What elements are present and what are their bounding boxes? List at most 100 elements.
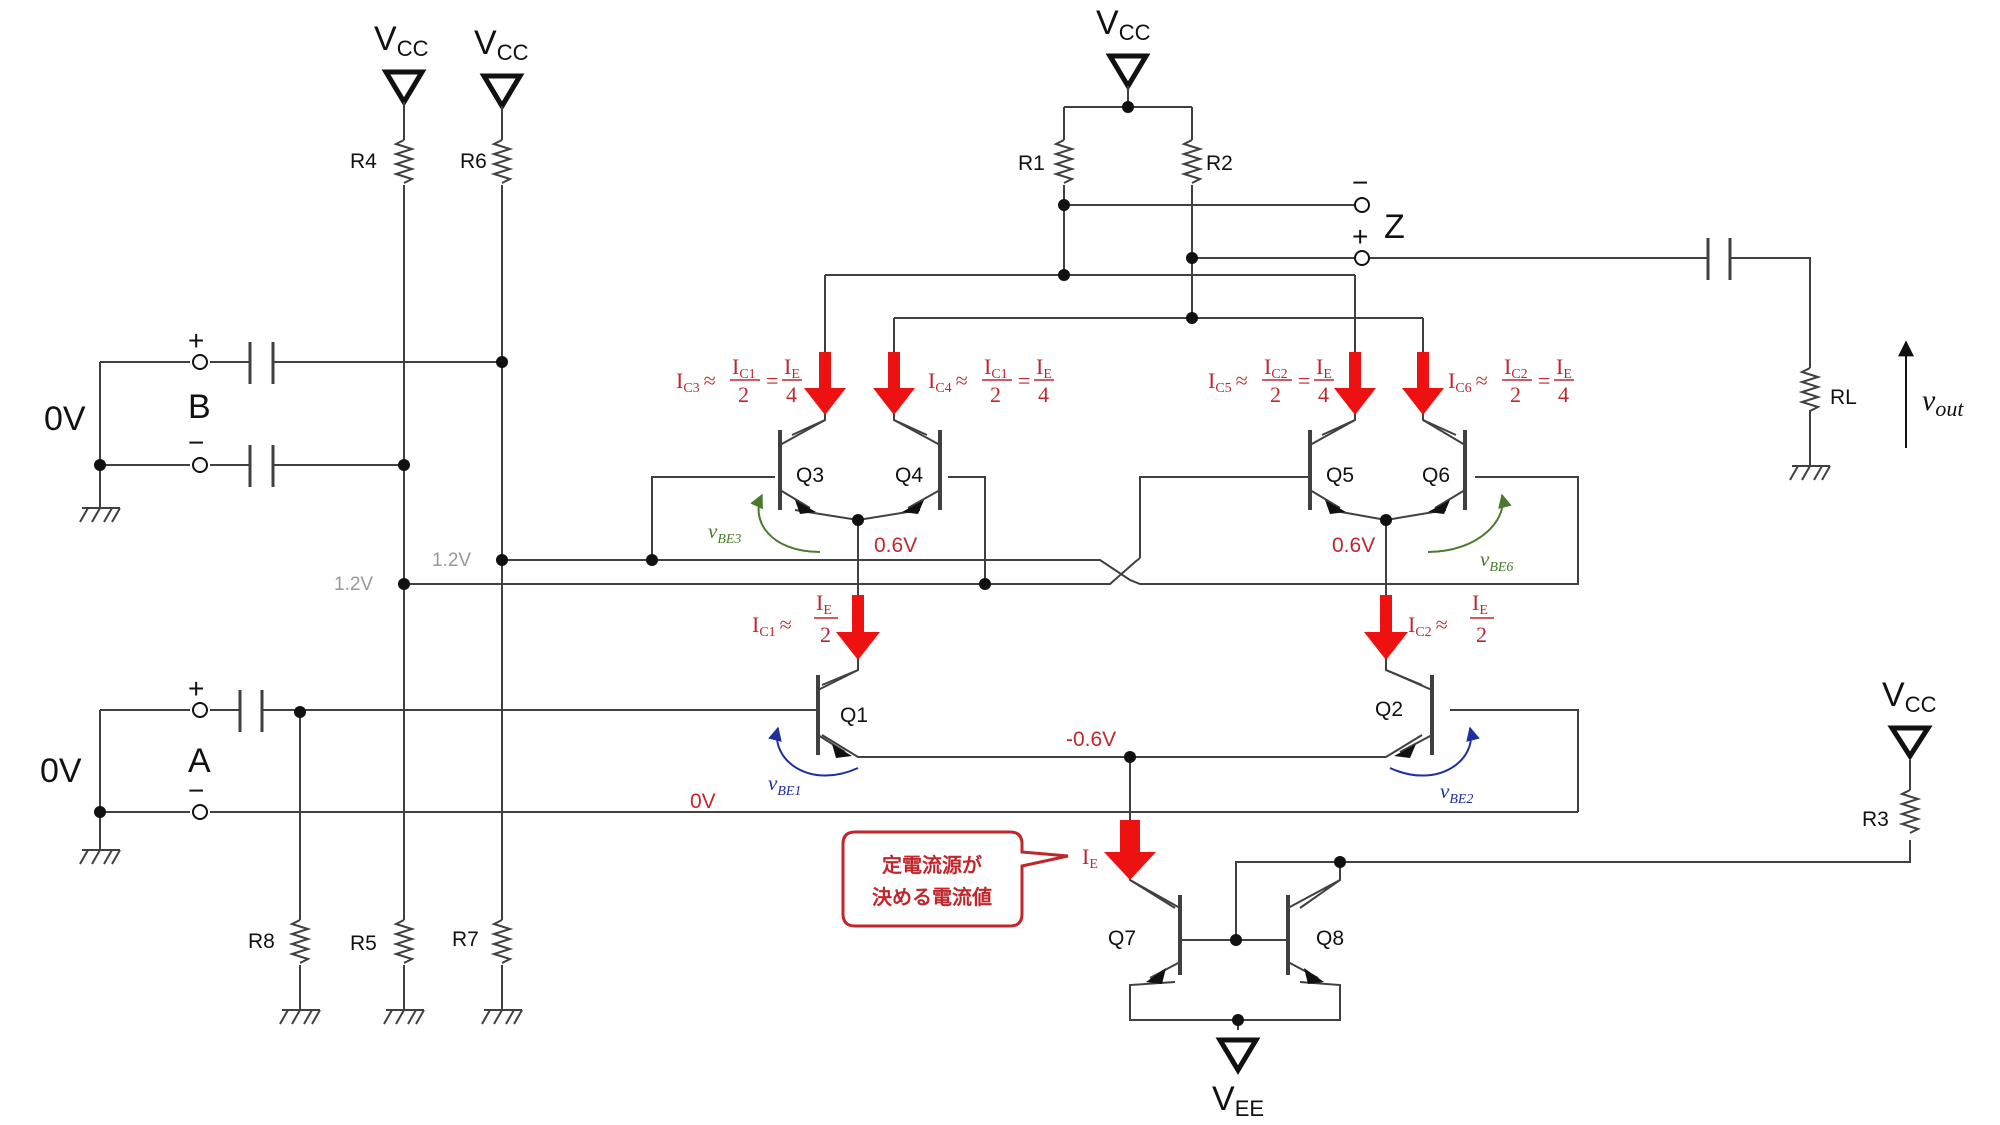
r5-label: R5 [350,932,377,955]
svg-text:IE: IE [1556,354,1572,382]
junctions [94,101,1392,1026]
arrow-ic5 [1334,352,1376,415]
svg-text:4: 4 [1038,382,1049,407]
v-neg-0-6: -0.6V [1066,728,1116,751]
svg-text:=: = [1298,368,1310,393]
supply-symbols [381,53,1933,1075]
svg-text:IE: IE [1472,590,1488,618]
terminals [192,197,1370,820]
vbe-labels: vBE3 vBE6 vBE1 vBE2 [708,519,1513,807]
r7-label: R7 [452,928,479,951]
ic1-equation: IC1≈ IE 2 [752,590,838,647]
a-minus: − [188,775,204,806]
resistor-r5 [392,919,416,964]
svg-text:=: = [766,368,778,393]
v-1-2-bottom: 1.2V [334,574,373,595]
r1-label: R1 [1018,152,1045,175]
vcc-label-r4: VCC [374,20,429,61]
z-plus: + [1352,221,1368,252]
arrow-ic3 [804,352,846,415]
b-label: B [188,388,211,426]
svg-text:IC5≈: IC5≈ [1208,368,1248,396]
svg-text:4: 4 [1558,382,1569,407]
vcc-symbol-r4 [381,69,427,112]
b-plus: + [188,325,204,356]
svg-text:IC1: IC1 [732,354,756,382]
ground-icon-rl [1789,465,1831,481]
svg-text:=: = [1538,368,1550,393]
wires [99,95,1911,1030]
resistor-r3 [1898,789,1922,834]
svg-text:IC2: IC2 [1264,354,1288,382]
callout-box: 定電流源が 決める電流値 [841,830,1069,928]
svg-text:IE: IE [816,590,832,618]
arrow-ie [1104,820,1156,880]
q2-label: Q2 [1375,698,1403,721]
current-equations: IC3≈ IC1 2 = IE 4 IC4≈ IC1 2 = IE 4 IC5≈… [676,354,1574,872]
vbe3-label: vBE3 [708,519,741,547]
ie-label: IE [1082,844,1098,872]
resistor-r6 [490,139,514,184]
ground-symbols [79,465,1831,1025]
ic4-equation: IC4≈ IC1 2 = IE 4 [928,354,1054,407]
vbe-arrows [750,493,1512,777]
ground-icon-b [79,507,121,523]
ground-icon-r8 [279,1009,321,1025]
vcc-label-r6: VCC [474,24,529,65]
svg-text:IC3≈: IC3≈ [676,368,716,396]
ground-icon-r7 [481,1009,523,1025]
svg-text:IC1: IC1 [984,354,1008,382]
vee-label: VEE [1212,1080,1264,1121]
svg-text:2: 2 [990,382,1001,407]
svg-text:IC2: IC2 [1504,354,1528,382]
r8-label: R8 [248,930,275,953]
svg-text:2: 2 [738,382,749,407]
r2-label: R2 [1206,152,1233,175]
svg-text:IC1≈: IC1≈ [752,612,792,640]
a-label: A [188,742,211,780]
resistor-rl [1798,367,1822,412]
svg-text:4: 4 [1318,382,1329,407]
q5-label: Q5 [1326,464,1354,487]
current-arrows [804,352,1444,880]
q1-label: Q1 [840,704,868,727]
vout-label: vout [1922,384,1964,421]
a-plus: + [188,673,204,704]
vcc-symbol-top [1105,53,1151,95]
ground-icon-a [79,849,121,865]
resistor-r1 [1052,139,1076,184]
q6-label: Q6 [1422,464,1450,487]
arrow-ic1 [836,595,880,660]
svg-text:=: = [1018,368,1030,393]
svg-text:4: 4 [786,382,797,407]
q4-label: Q4 [895,464,923,487]
capacitors [238,238,1732,732]
arrow-ic6 [1402,352,1444,415]
b-zero-v: 0V [44,400,86,438]
ground-icon-r5 [383,1009,425,1025]
r3-label: R3 [1862,808,1889,831]
vcc-label-top: VCC [1096,4,1151,45]
svg-text:2: 2 [1476,622,1487,647]
v-1-2-top: 1.2V [432,550,471,571]
z-label: Z [1384,208,1405,246]
vcc-symbol-r6 [479,73,525,115]
vcc-label-r3: VCC [1882,676,1937,717]
vbe3-arrow [750,493,821,553]
vbe2-arrow [1389,726,1480,777]
q8-label: Q8 [1316,927,1344,950]
resistor-r8 [288,919,312,964]
svg-text:2: 2 [820,622,831,647]
q3-label: Q3 [796,464,824,487]
callout-line2: 決める電流値 [872,885,992,909]
resistor-r7 [490,919,514,964]
a-zero-v: 0V [40,752,82,790]
svg-text:IC6≈: IC6≈ [1448,368,1488,396]
callout-line1: 定電流源が [882,853,982,877]
vbe6-arrow [1427,493,1512,553]
rl-label: RL [1830,386,1857,409]
q7-label: Q7 [1108,927,1136,950]
vbe1-label: vBE1 [768,771,801,799]
v-0-6-left: 0.6V [874,534,917,557]
